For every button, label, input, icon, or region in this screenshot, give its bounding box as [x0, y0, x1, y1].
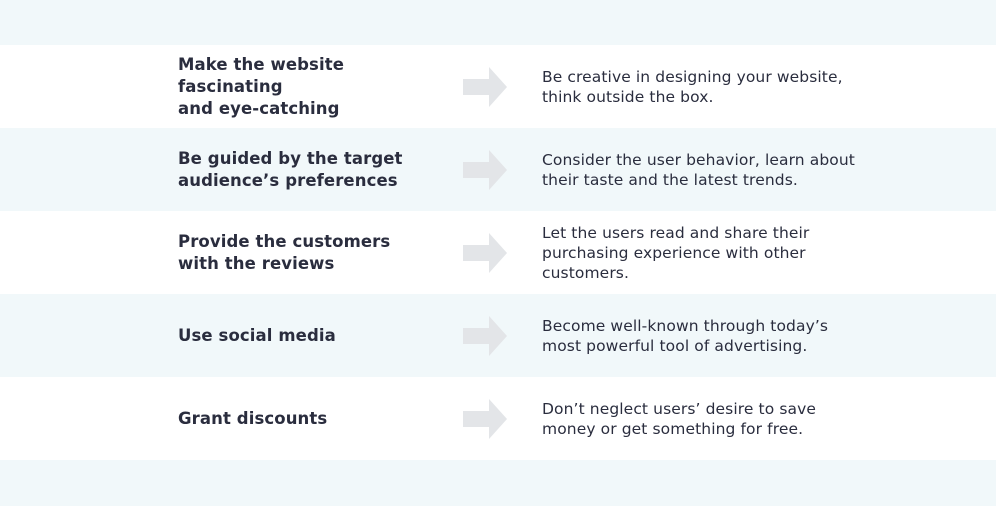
- tip-row-4: Use social media Become well-known throu…: [0, 294, 996, 377]
- top-band: [0, 0, 996, 45]
- arrow-right-icon: [463, 398, 507, 439]
- tip-description-1: Be creative in designing your website,th…: [542, 67, 843, 106]
- arrow-right-icon: [463, 66, 507, 107]
- tip-action-4: Use social media: [178, 325, 336, 345]
- arrow-right-icon: [463, 232, 507, 273]
- arrow-right-icon: [463, 149, 507, 190]
- arrow-right-icon: [463, 315, 507, 356]
- tip-row-5: Grant discounts Don’t neglect users’ des…: [0, 377, 996, 460]
- tip-action-5: Grant discounts: [178, 408, 328, 428]
- bottom-band: [0, 460, 996, 506]
